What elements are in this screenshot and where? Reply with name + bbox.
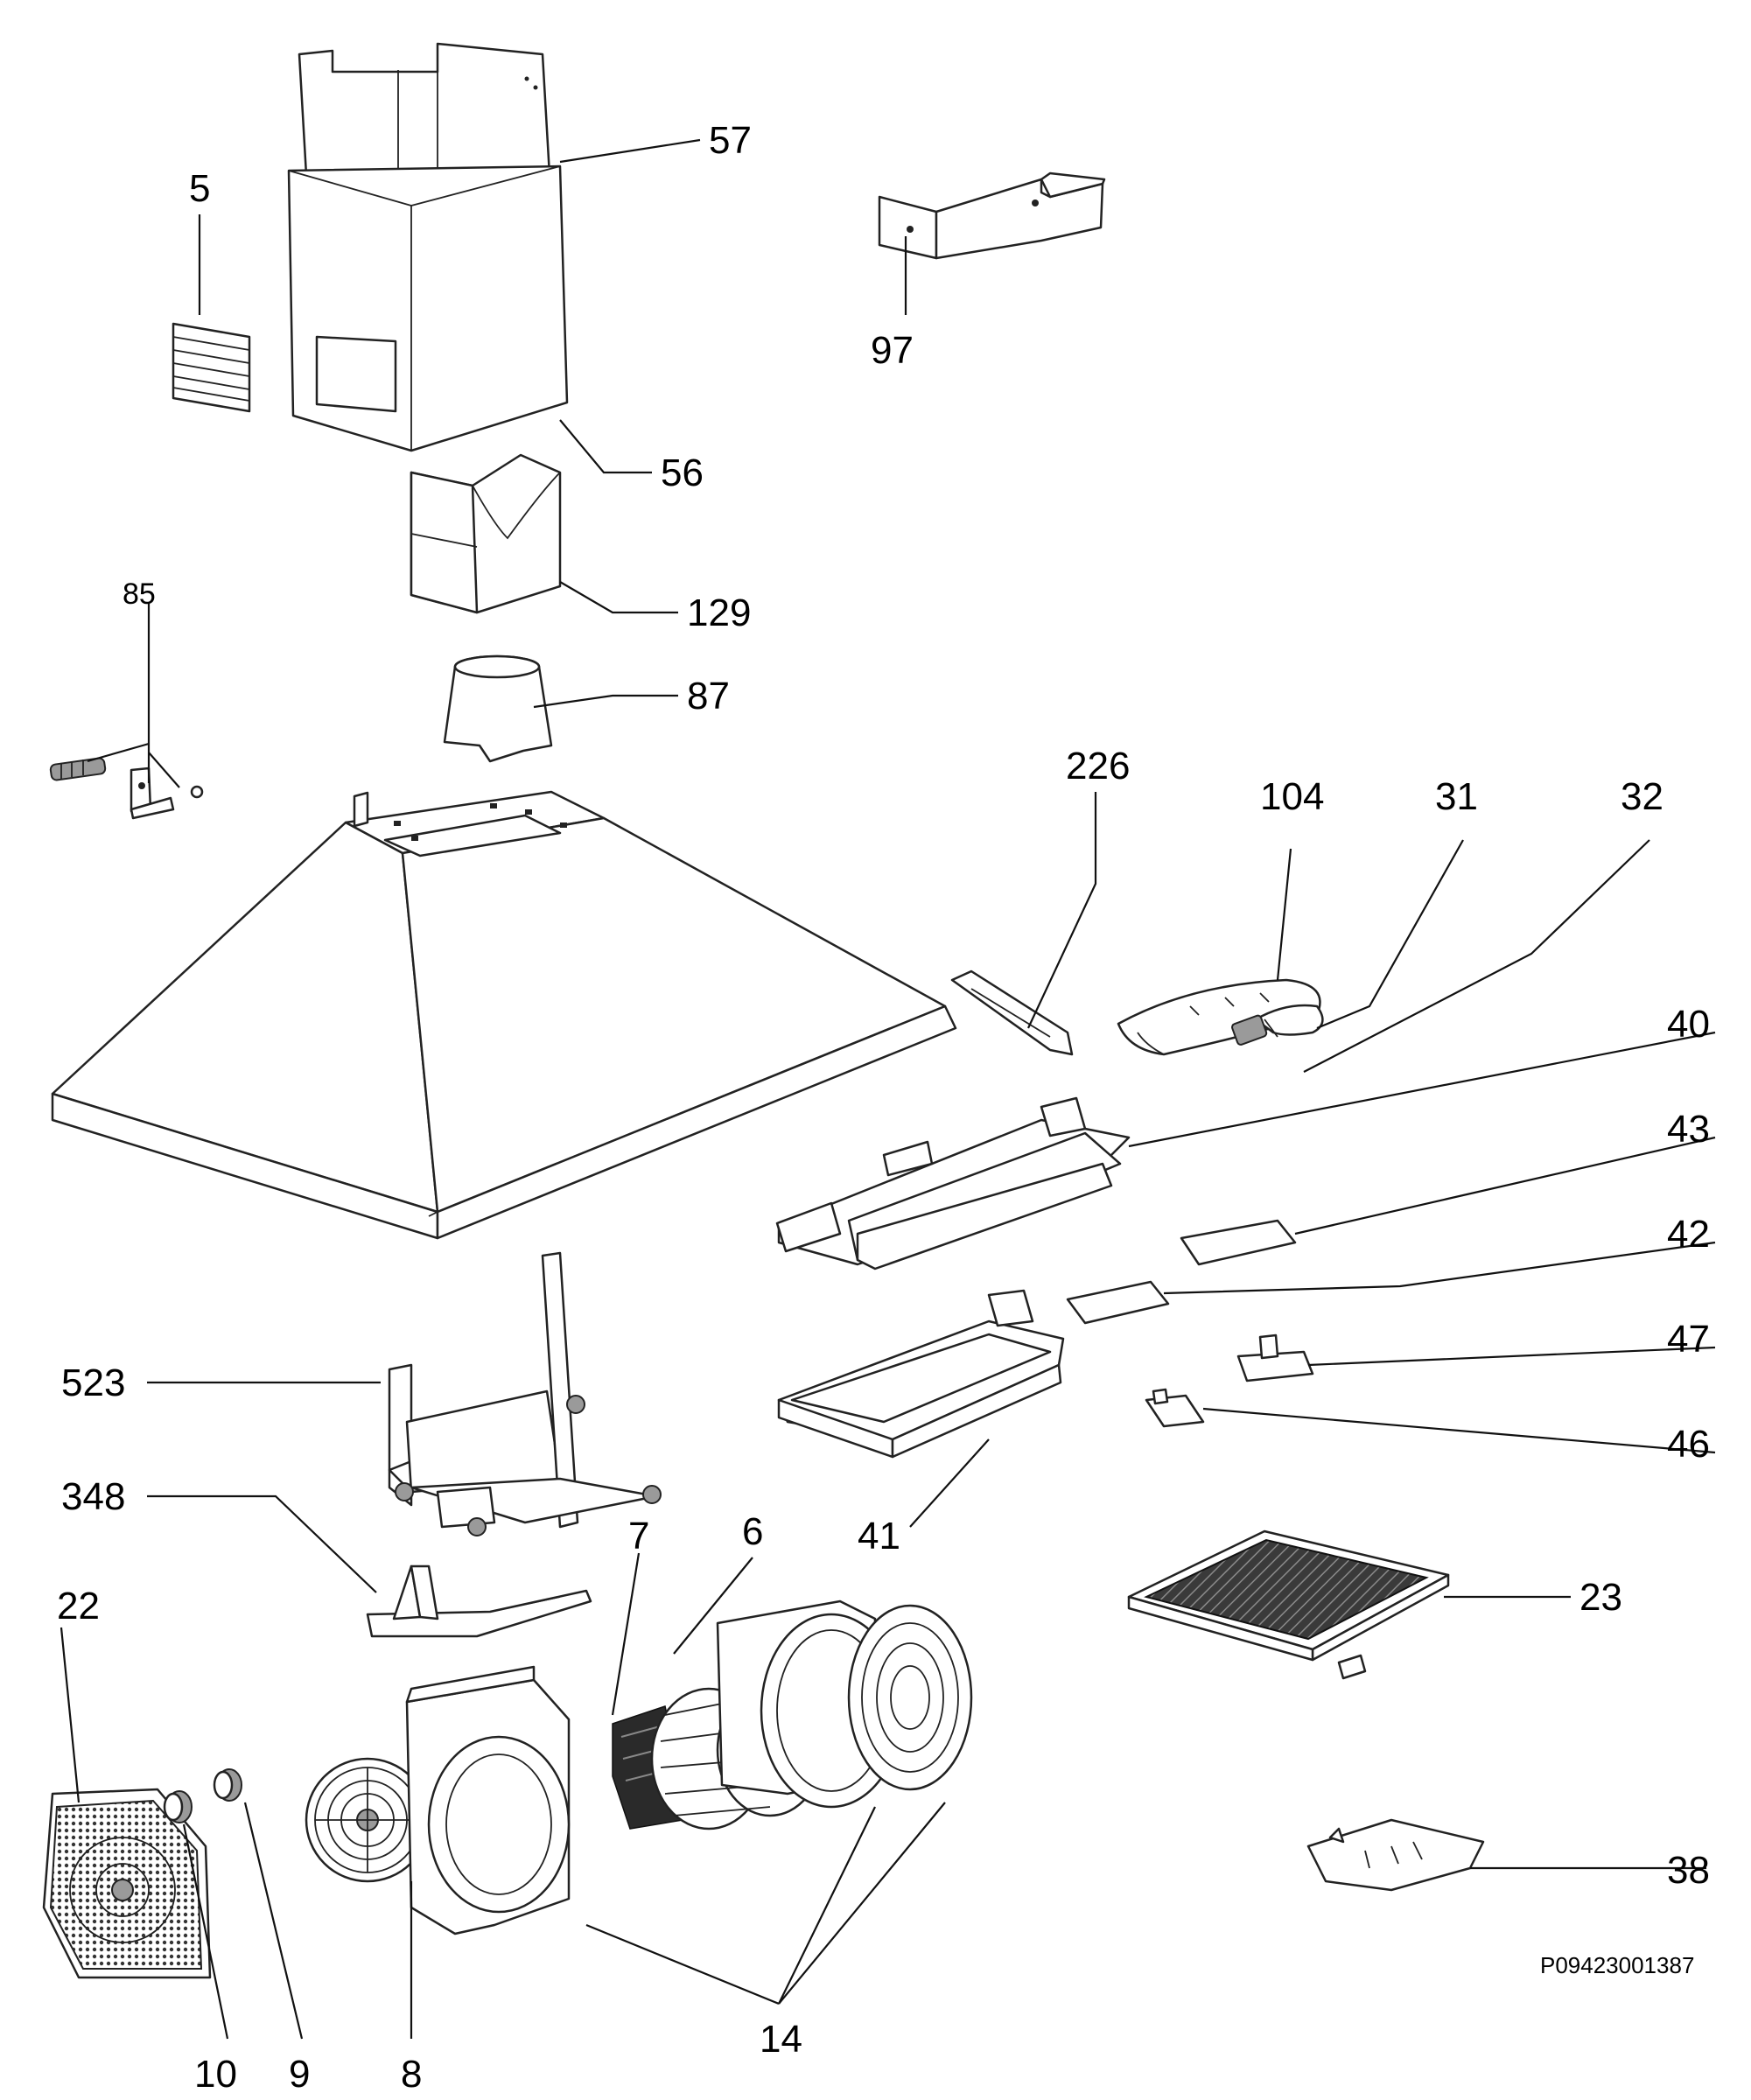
- callout-labels: 57 5 97 56 129 85 87 226 104 31 32 40 43…: [57, 119, 1710, 2096]
- label-40: 40: [1667, 1003, 1710, 1046]
- knob-part: [163, 1768, 242, 1824]
- filter-clip-part: [1306, 1818, 1485, 1892]
- label-42: 42: [1667, 1213, 1710, 1256]
- fan-housing-left-part: [405, 1665, 571, 1936]
- label-85: 85: [123, 578, 156, 611]
- label-8: 8: [401, 2053, 422, 2096]
- control-housing-part: [775, 1096, 1131, 1270]
- label-9: 9: [289, 2053, 310, 2096]
- lamp-bulb-part: [1231, 1004, 1324, 1046]
- label-56: 56: [661, 452, 704, 494]
- wall-bracket-part: [878, 172, 1106, 260]
- label-5: 5: [189, 167, 210, 210]
- label-46: 46: [1667, 1423, 1710, 1466]
- label-10: 10: [194, 2053, 237, 2096]
- motor-bracket-part: [388, 1251, 662, 1536]
- label-47: 47: [1667, 1318, 1710, 1361]
- label-97: 97: [871, 329, 914, 372]
- label-31: 31: [1435, 775, 1478, 818]
- leader-lines: [60, 138, 1716, 2040]
- document-code: P09423001387: [1540, 1952, 1694, 1978]
- label-32: 32: [1621, 775, 1663, 818]
- label-348: 348: [61, 1475, 125, 1518]
- label-104: 104: [1260, 775, 1324, 818]
- label-523: 523: [61, 1362, 125, 1404]
- switch-plate-part: [1066, 1219, 1297, 1325]
- label-57: 57: [709, 119, 752, 162]
- label-7: 7: [628, 1515, 649, 1558]
- label-23: 23: [1579, 1576, 1622, 1619]
- flange-collar-part: [443, 654, 553, 763]
- switch-knob-part: [1145, 1334, 1314, 1428]
- label-22: 22: [57, 1585, 100, 1628]
- label-41: 41: [858, 1515, 900, 1558]
- control-base-part: [777, 1289, 1065, 1459]
- label-129: 129: [687, 592, 751, 634]
- lamp-clip-part: [950, 970, 1074, 1056]
- chimney-lower-part: [287, 164, 569, 452]
- label-38: 38: [1667, 1849, 1710, 1892]
- hood-canopy-part: [51, 790, 957, 1240]
- label-14: 14: [760, 2018, 802, 2061]
- duct-adapter-part: [410, 453, 562, 614]
- vent-grille-part: [172, 322, 251, 413]
- fan-housing-right-part: [716, 1600, 973, 1809]
- fixing-kit-part: [49, 757, 204, 820]
- label-87: 87: [687, 675, 730, 718]
- grease-filter-part: [1127, 1530, 1450, 1680]
- cable-bracket-part: [366, 1564, 592, 1638]
- chimney-upper-part: [298, 42, 551, 177]
- label-226: 226: [1066, 745, 1130, 788]
- label-43: 43: [1667, 1108, 1710, 1151]
- inlet-grid-part: [42, 1788, 212, 1979]
- label-6: 6: [742, 1510, 763, 1553]
